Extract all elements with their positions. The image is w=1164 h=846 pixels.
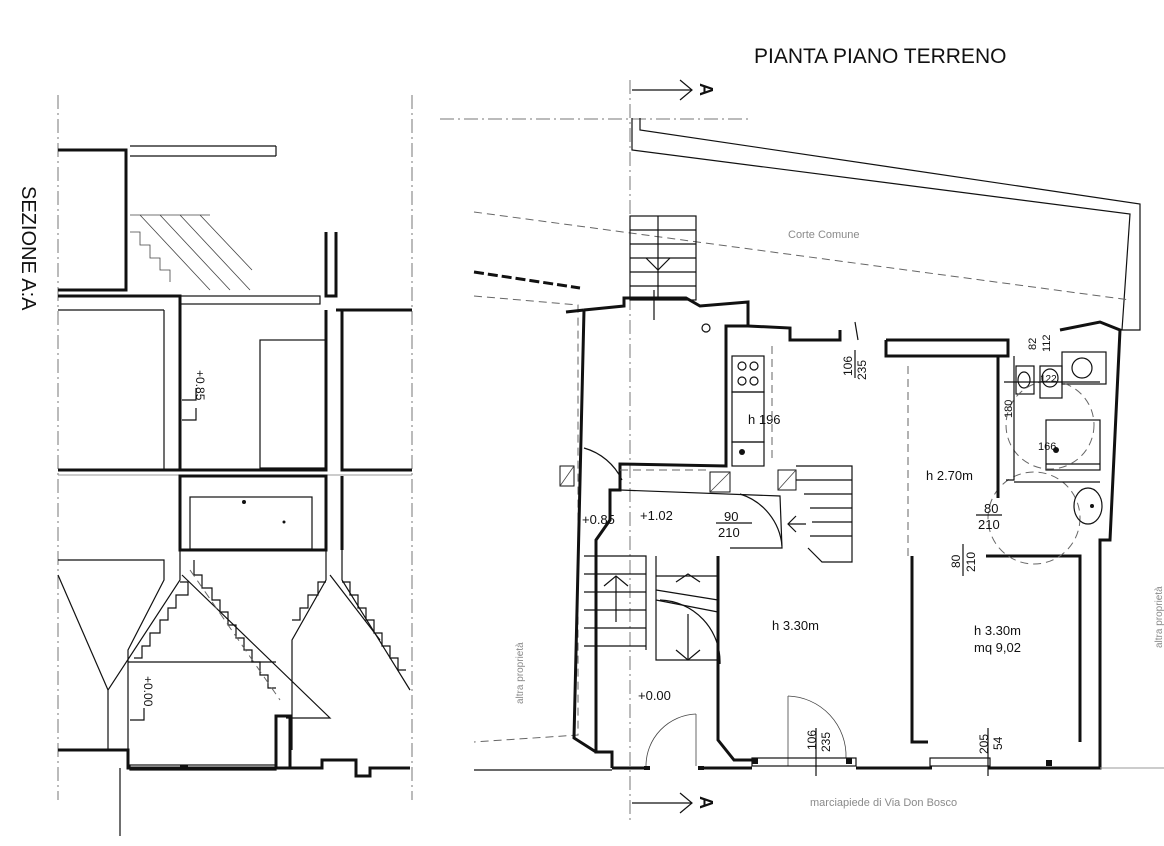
courtyard-dash-line [473, 211, 1131, 301]
dim-bath-166: 166 [1038, 441, 1056, 453]
other-property-left: altra proprietà [515, 642, 526, 704]
level-085: +0.85 [582, 512, 615, 527]
section-slab [58, 294, 182, 472]
courtyard-outline [631, 118, 1141, 331]
dim-bath-82: 82 [1027, 338, 1039, 350]
level-102: +1.02 [640, 508, 673, 523]
kitchen-height: h 196 [748, 412, 781, 427]
section-drawing [57, 95, 413, 836]
dim-bath-door-b-top: 80 [949, 554, 963, 568]
upper-stair [629, 215, 697, 320]
level-000: +0.00 [638, 688, 671, 703]
front-entrance [644, 695, 1052, 776]
dim-window-top-b: 235 [855, 360, 869, 380]
courtyard-label: Corte Comune [788, 229, 860, 241]
bathroom [987, 351, 1107, 565]
lower-stair [584, 555, 721, 665]
dim-front-win2-a: 205 [977, 734, 991, 754]
section-cut-line [629, 79, 693, 820]
section-level-lower: +0.00 [141, 676, 155, 707]
kitchen [701, 323, 765, 467]
dim-front-win2-b: 54 [991, 736, 1005, 750]
spiral-stair [787, 465, 853, 563]
plan-title: PIANTA PIANO TERRENO [754, 45, 1006, 68]
dim-bath-door-a-top: 80 [984, 501, 998, 516]
dim-front-win1-b: 235 [819, 732, 833, 752]
landing [559, 447, 797, 549]
dim-stair-door-bottom: 210 [718, 525, 740, 540]
bath-height: h 2.70m [926, 468, 973, 483]
dim-stair-door-top: 90 [724, 509, 738, 524]
dim-window-top-a: 106 [841, 356, 855, 376]
room-right-area: mq 9,02 [974, 640, 1021, 655]
section-level-upper: +0.85 [193, 370, 207, 401]
dim-bath-180: 180 [1003, 400, 1015, 418]
dim-bath-112: 112 [1041, 334, 1053, 352]
dim-front-win1-a: 106 [805, 730, 819, 750]
section-title: SEZIONE A:A [17, 186, 39, 311]
section-upper-wall [58, 148, 128, 292]
dim-bath-door-a-bottom: 210 [978, 517, 1000, 532]
sidewalk-label: marciapiede di Via Don Bosco [810, 797, 957, 809]
section-mark-top: A [696, 83, 716, 96]
room-left-height: h 3.30m [772, 618, 819, 633]
section-mark-bottom: A [696, 796, 716, 809]
dim-bath-door-b-bottom: 210 [964, 552, 978, 572]
other-property-right: altra proprietà [1154, 586, 1164, 648]
room-right-height: h 3.30m [974, 623, 1021, 638]
dim-bath-122: 122 [1040, 374, 1057, 385]
